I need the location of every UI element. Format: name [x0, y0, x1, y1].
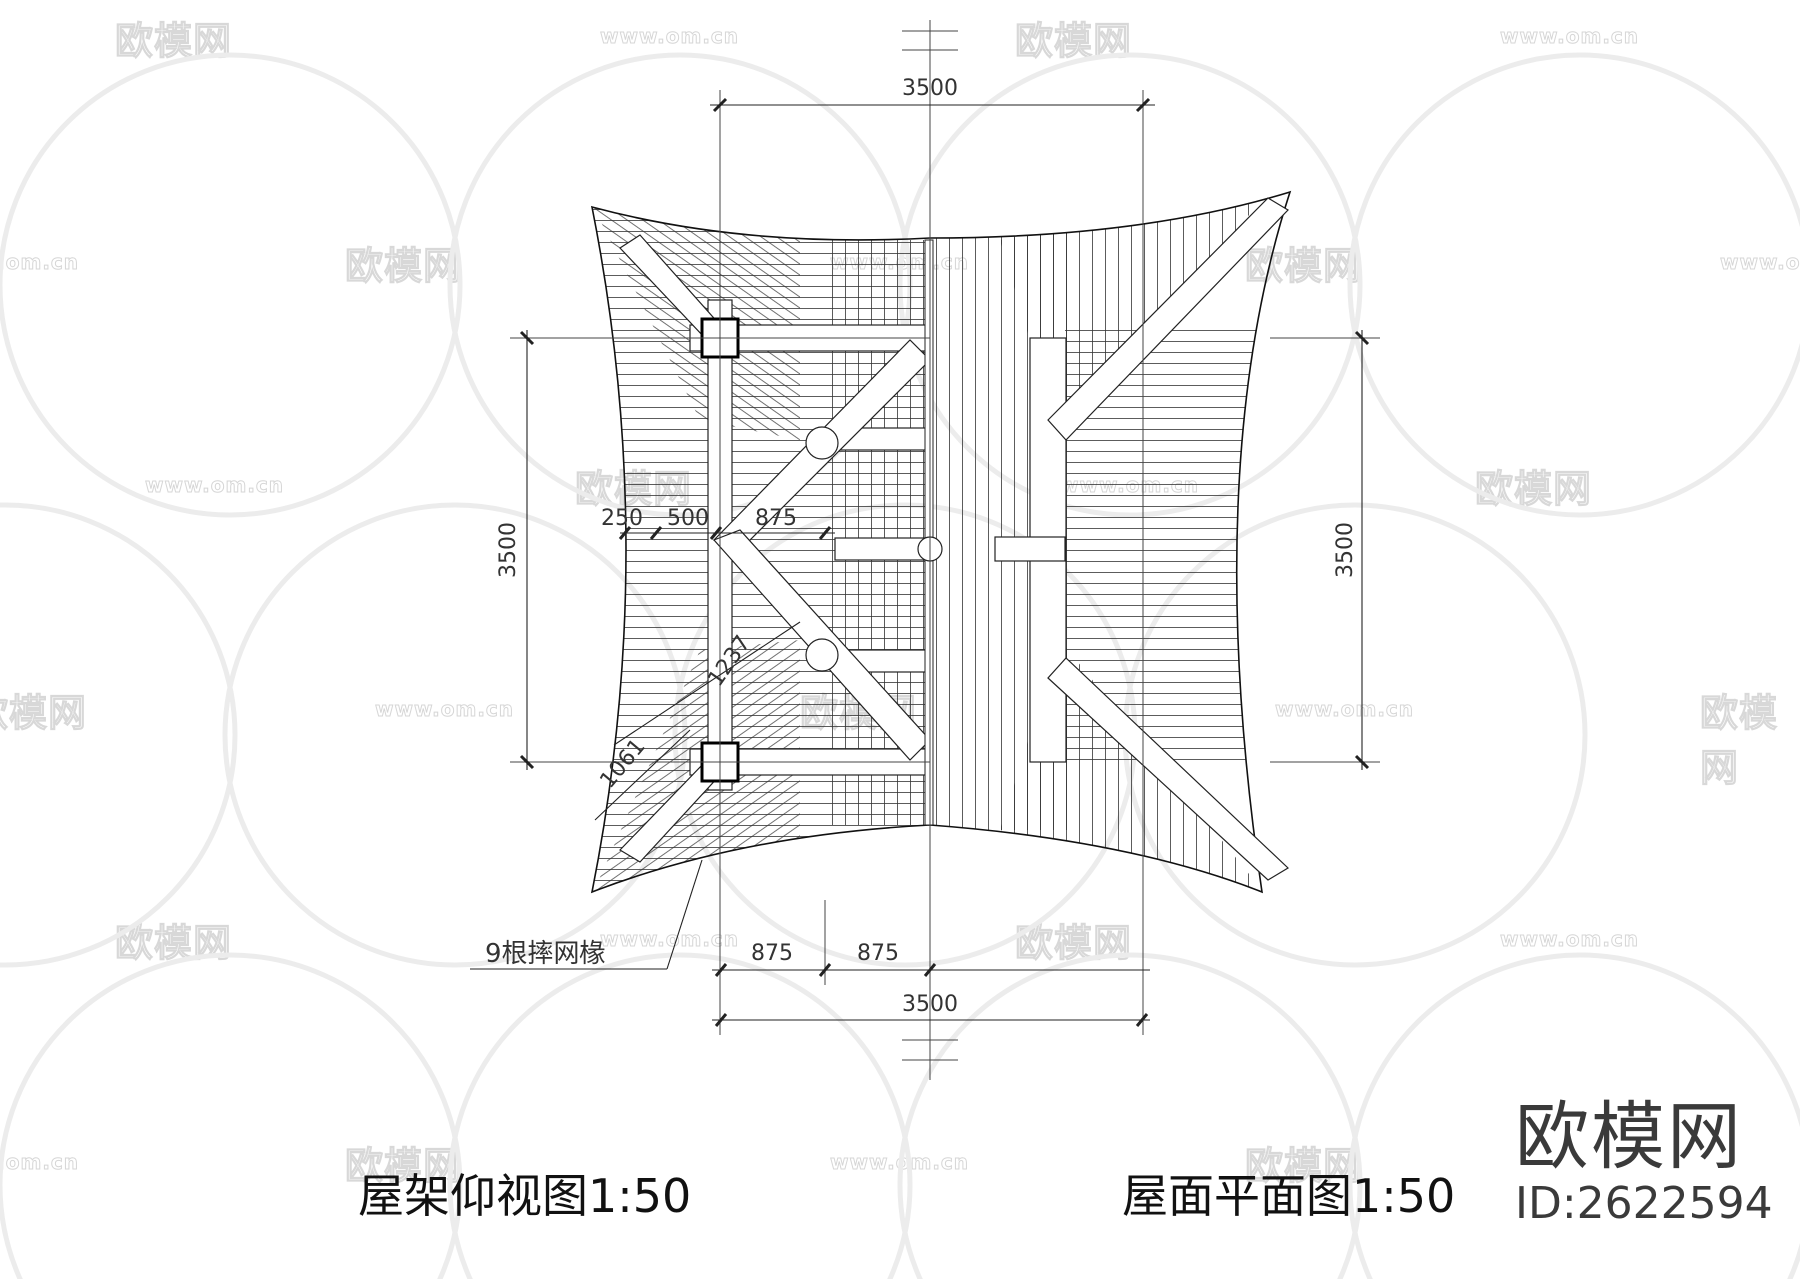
watermark-logo: 欧模网 — [0, 691, 88, 736]
rafter-annotation: 9根摔网椽 — [485, 939, 606, 969]
watermark-url: www.om.cn — [144, 473, 285, 498]
watermark-url: www.om.cn — [1274, 697, 1415, 722]
brand-id: ID:2622594 — [1515, 1178, 1773, 1229]
watermark-url: www.om.cn — [599, 24, 740, 49]
dim-250: 250 — [601, 506, 643, 531]
dim-left-vertical: 3500 — [496, 522, 521, 578]
watermark-url: www.om.cn — [1499, 927, 1640, 952]
watermark-logo: 欧模网 — [1244, 1144, 1363, 1189]
brand-name: 欧模网 — [1515, 1094, 1743, 1180]
watermark-url: www.om.cn — [1719, 250, 1800, 275]
roof-outline — [590, 190, 1292, 894]
watermark-logo: 欧模网 — [344, 1144, 463, 1189]
watermark-logo: 欧模网 — [1244, 244, 1363, 289]
watermark-logo: 欧模网 — [1700, 691, 1779, 791]
dim-bottom-875-b: 875 — [857, 941, 899, 966]
dim-875: 875 — [755, 506, 797, 531]
roof-body — [592, 192, 1270, 892]
watermark-url: www.om.cn — [0, 1150, 80, 1175]
watermark-url: www.om.cn — [1499, 24, 1640, 49]
watermark-logo: 欧模网 — [1474, 467, 1593, 512]
watermark-url: www.om.cn — [599, 927, 740, 952]
brand-block: 欧模网 ID:2622594 — [1515, 1100, 1773, 1226]
axis-lines — [510, 20, 1380, 1080]
right-view-title: 屋面平面图1:50 — [1122, 1169, 1456, 1223]
dim-top-total: 3500 — [902, 76, 958, 101]
dim-500: 500 — [667, 506, 709, 531]
dim-bottom-875-a: 875 — [751, 941, 793, 966]
right-frame — [994, 197, 1289, 881]
watermark-url: www.om.cn — [374, 697, 515, 722]
left-view-title: 屋架仰视图1:50 — [358, 1169, 692, 1223]
dim-bottom-total: 3500 — [902, 992, 958, 1017]
watermark-logo: 欧模网 — [344, 244, 463, 289]
watermark-url: www.om.cn — [0, 250, 80, 275]
dimension-lines — [470, 97, 1370, 1027]
dim-right-vertical: 3500 — [1333, 522, 1358, 578]
